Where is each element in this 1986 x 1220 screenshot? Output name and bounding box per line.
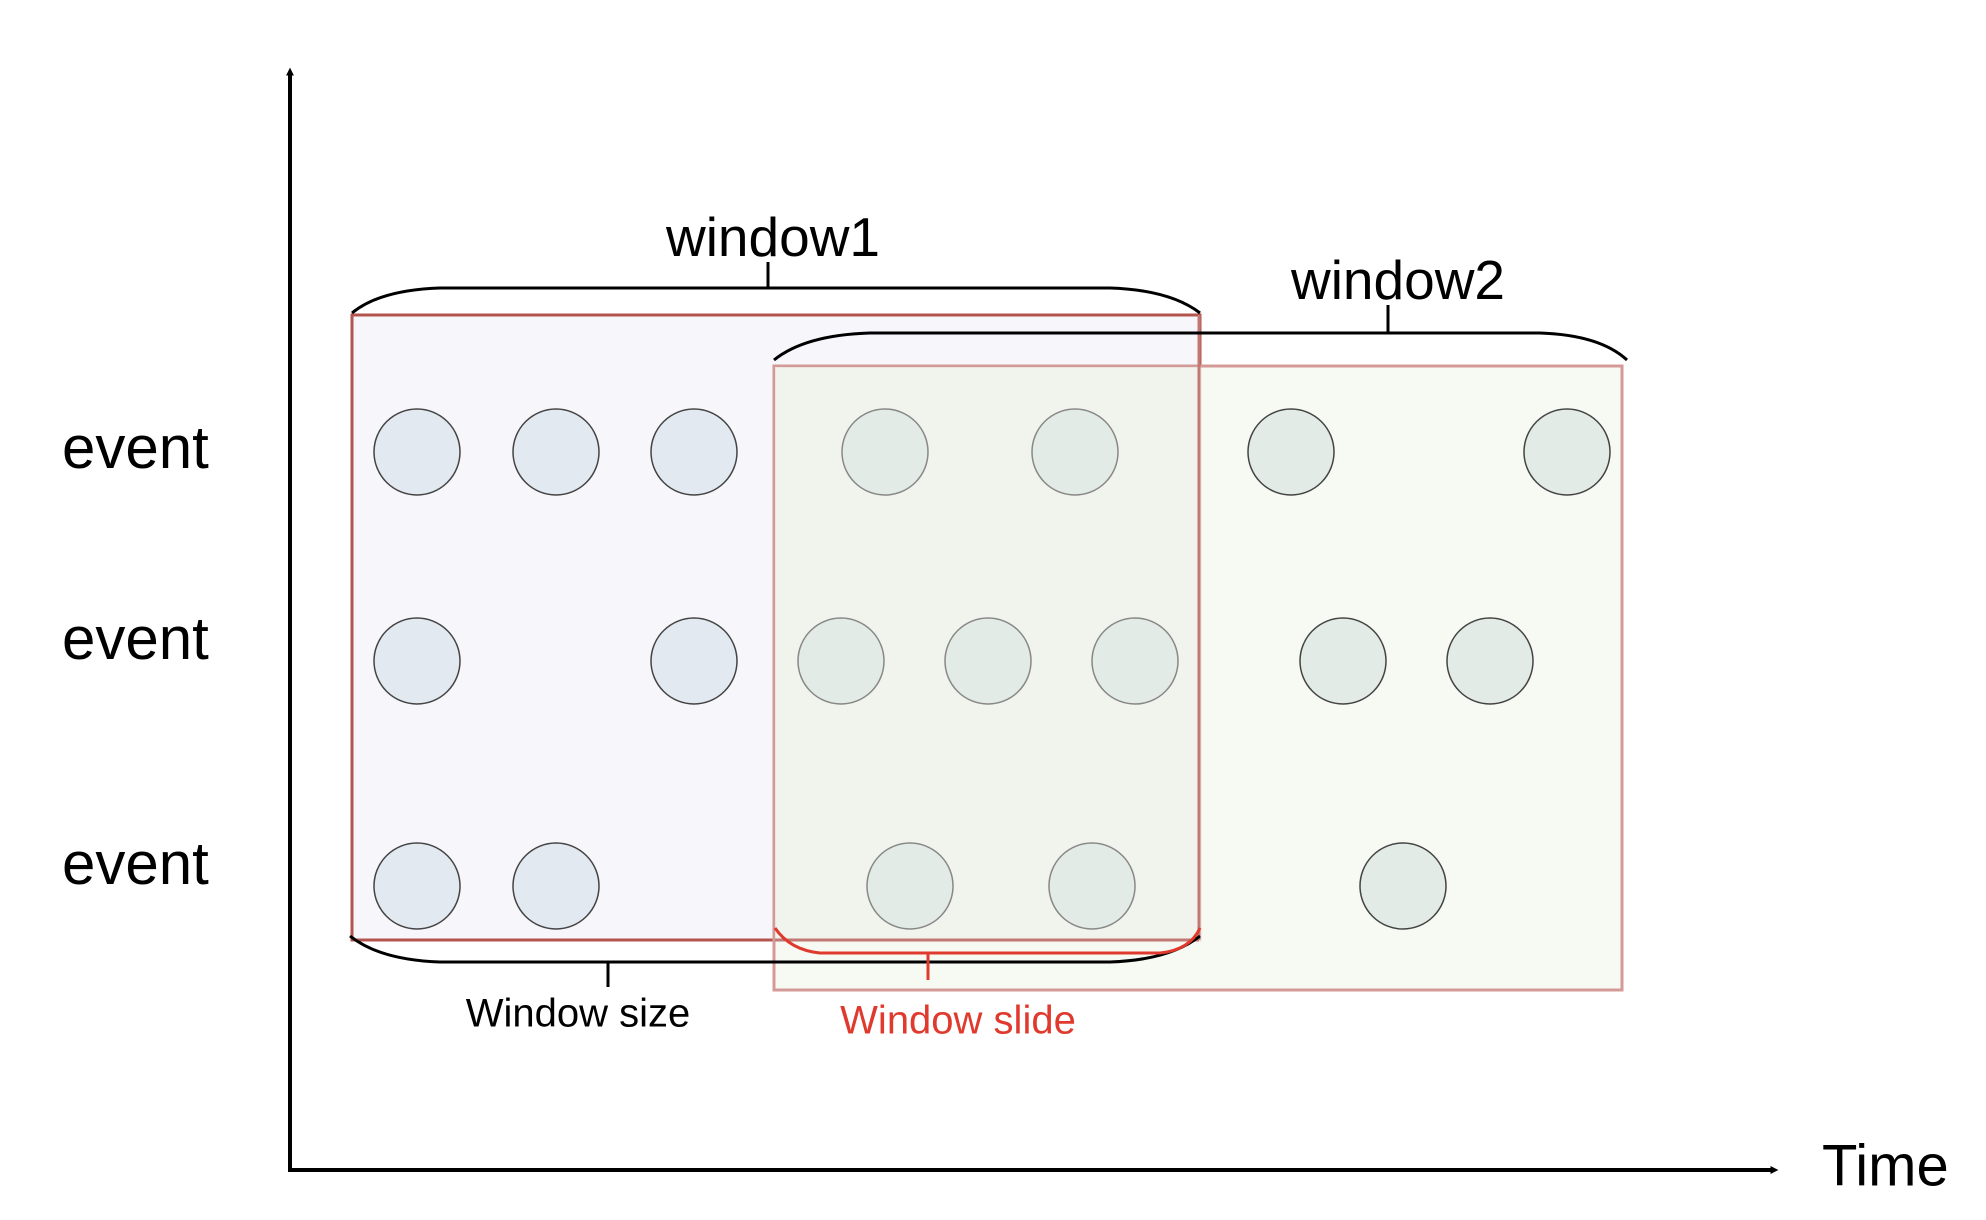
- row-label-1: event: [62, 414, 209, 481]
- window2-label: window2: [1290, 249, 1505, 311]
- window-slide-label: Window slide: [840, 999, 1076, 1043]
- event-dot: [1048, 842, 1136, 930]
- events-window1: [373, 408, 738, 930]
- event-dot: [944, 617, 1032, 705]
- events-overlap: [797, 408, 1179, 930]
- event-dot: [866, 842, 954, 930]
- event-dot: [1299, 617, 1387, 705]
- event-dot: [1247, 408, 1335, 496]
- row-label-3: event: [62, 830, 209, 897]
- window2-brace: [773, 331, 1629, 362]
- event-dot: [373, 408, 461, 496]
- event-dot: [1031, 408, 1119, 496]
- event-dot: [797, 617, 885, 705]
- event-dot: [1446, 617, 1534, 705]
- row-label-2: event: [62, 605, 209, 672]
- event-dot: [650, 408, 738, 496]
- event-dot: [1523, 408, 1611, 496]
- event-dot: [1091, 617, 1179, 705]
- time-axis-label: Time: [1822, 1133, 1949, 1198]
- events-window2: [1247, 408, 1611, 930]
- event-dot: [373, 842, 461, 930]
- event-dot: [373, 617, 461, 705]
- event-dot: [1359, 842, 1447, 930]
- event-dot: [841, 408, 929, 496]
- event-dot: [512, 842, 600, 930]
- window-slide-brace: [773, 927, 1202, 955]
- window1-label: window1: [665, 206, 880, 268]
- window-size-label: Window size: [466, 992, 691, 1036]
- event-dot: [512, 408, 600, 496]
- event-dot: [650, 617, 738, 705]
- window1-brace: [351, 286, 1201, 315]
